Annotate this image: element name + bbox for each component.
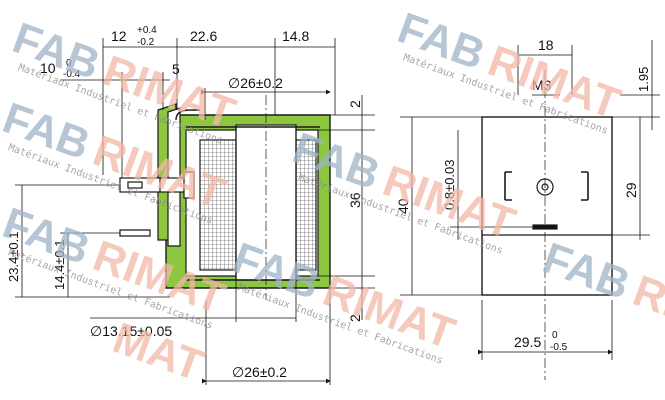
dim-dia-26-top: ∅26±0.2 xyxy=(228,75,283,91)
dim-10: 10 xyxy=(40,60,56,76)
dim-36: 36 xyxy=(347,192,363,208)
front-dimension-labels: 18 1.95 M3 40 0.8±0.03 29 29.5 0 -0.5 xyxy=(395,37,651,353)
dim-1-95: 1.95 xyxy=(636,67,651,92)
watermark-6: FAB RI MAT Matériaux Industriel et Fabri… xyxy=(227,233,462,366)
dim-29-5: 29.5 xyxy=(514,334,541,350)
dim-tol-minus-c: -0.5 xyxy=(550,342,568,353)
front-dimension-lines xyxy=(400,40,660,360)
dim-14-4: 14.4±0.1 xyxy=(52,239,67,290)
dim-dia-13-15: ∅13.15±0.05 xyxy=(90,323,172,339)
dim-12: 12 xyxy=(111,28,127,44)
dim-tol-minus-b: -0.4 xyxy=(63,69,81,80)
svg-text:FAB: FAB xyxy=(537,233,636,309)
dim-tol-plus-c: 0 xyxy=(552,330,558,341)
dim-29: 29 xyxy=(623,182,639,198)
front-body xyxy=(481,116,613,296)
side-dimension-lines xyxy=(15,38,375,385)
side-dimension-labels: 12 +0.4 -0.2 22.6 14.8 10 0 -0.4 5 ∅26±0… xyxy=(6,25,363,380)
dim-tol-plus-b: 0 xyxy=(66,58,72,69)
front-view xyxy=(481,70,613,380)
dim-40: 40 xyxy=(395,198,411,214)
dim-18: 18 xyxy=(538,37,554,53)
dim-tol-plus-a: +0.4 xyxy=(137,25,157,36)
side-section-view xyxy=(119,95,331,300)
dim-dia-26-bottom: ∅26±0.2 xyxy=(232,364,287,380)
winding-left xyxy=(199,139,237,271)
dim-14-8: 14.8 xyxy=(282,28,309,44)
dim-5: 5 xyxy=(172,61,180,77)
dim-tol-minus-a: -0.2 xyxy=(137,37,155,48)
dim-2-top: 2 xyxy=(347,100,363,108)
svg-text:RI: RI xyxy=(627,266,665,327)
dim-0-8: 0.8±0.03 xyxy=(442,159,457,210)
dim-m3: M3 xyxy=(532,77,552,93)
dim-23-4: 23.4±0.1 xyxy=(6,231,21,282)
dim-2-bottom: 2 xyxy=(347,314,363,322)
front-connector xyxy=(504,171,589,201)
dim-22-6: 22.6 xyxy=(190,28,217,44)
